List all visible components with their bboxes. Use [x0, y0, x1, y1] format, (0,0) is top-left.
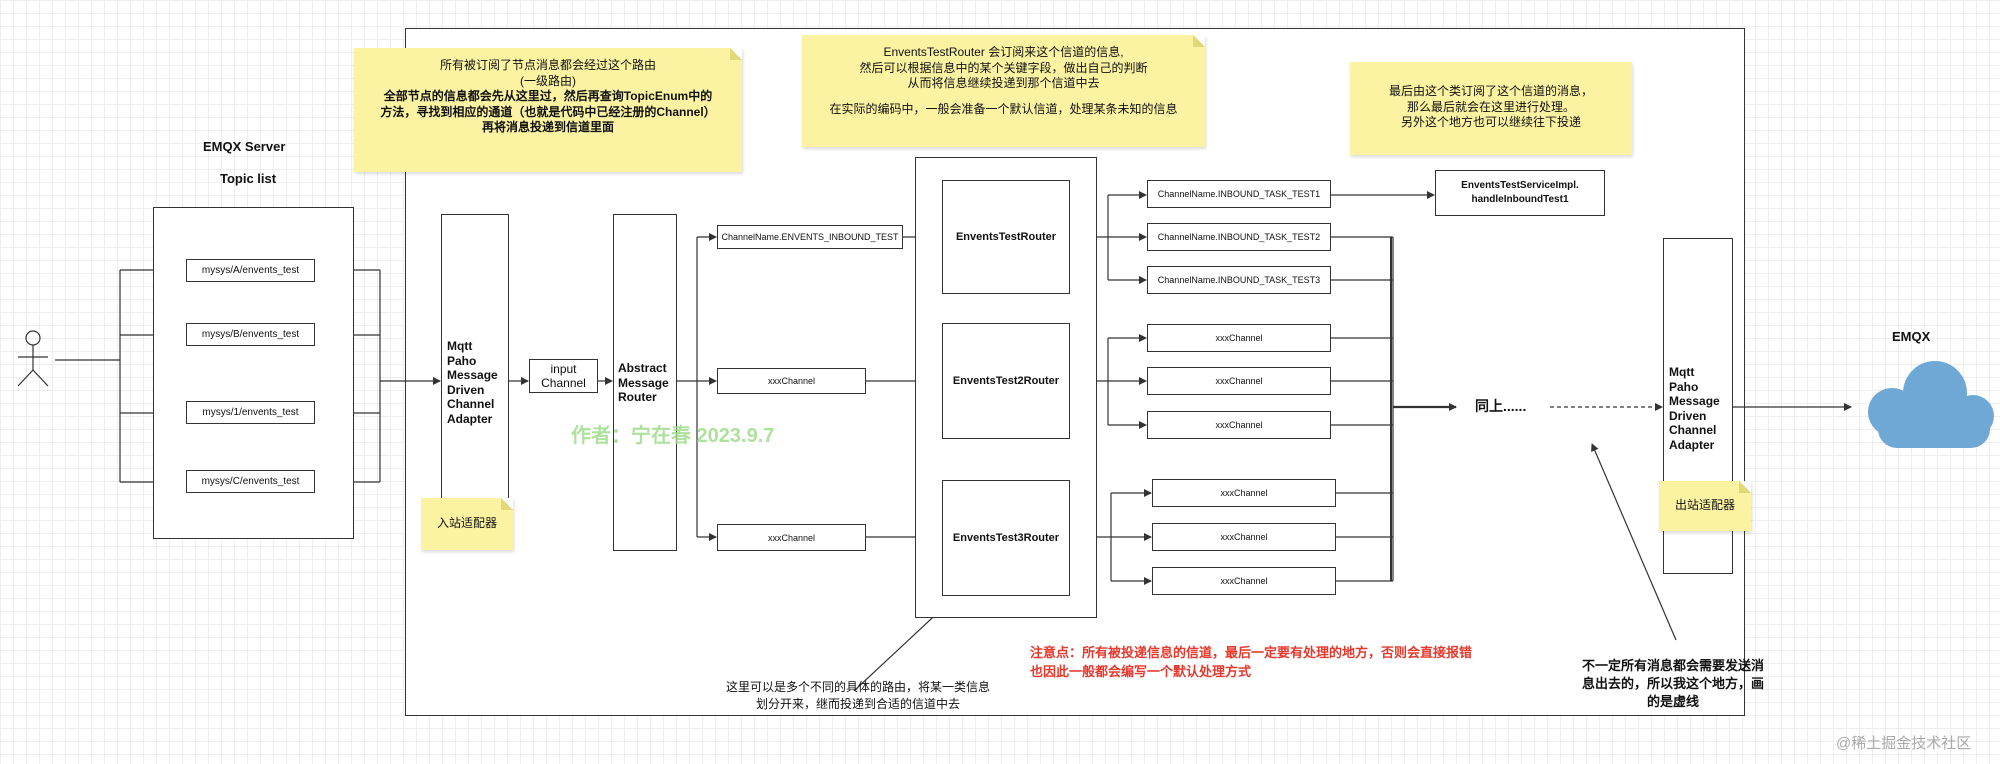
channel-inbound-task-test1: ChannelName.INBOUND_TASK_TEST1 — [1147, 180, 1331, 208]
dashed-line-caption: 不一定所有消息都会需要发送消 息出去的，所以我这个地方，画 的是虚线 — [1581, 658, 1764, 709]
second-level-xxx-channel: xxxChannel — [1147, 367, 1331, 395]
footer-credit: @稀土掘金技术社区 — [1836, 735, 1972, 752]
envents-test-service-impl: EnventsTestServiceImpl.handleInboundTest… — [1435, 170, 1605, 216]
second-level-xxx-channel: xxxChannel — [1147, 411, 1331, 439]
first-level-xxx-channel: xxxChannel — [717, 368, 866, 394]
topic-item: mysys/A/envents_test — [186, 259, 315, 282]
channel-envents-inbound-test: ChannelName.ENVENTS_INBOUND_TEST — [717, 225, 903, 249]
same-as-above-label: 同上...... — [1475, 398, 1527, 414]
user-figure — [17, 330, 49, 387]
third-level-xxx-channel: xxxChannel — [1152, 567, 1336, 595]
second-level-xxx-channel: xxxChannel — [1147, 324, 1331, 352]
author-watermark: 作者：宁在春 2023.9.7 — [571, 425, 775, 447]
channel-inbound-task-test3: ChannelName.INBOUND_TASK_TEST3 — [1147, 266, 1331, 294]
abstract-message-router — [613, 214, 677, 551]
emqx-cloud-icon — [1868, 361, 1994, 448]
outbound-adapter-note: 出站适配器 — [1659, 481, 1751, 531]
warning-caption: 注意点：所有被投递信息的信道，最后一定要有处理的地方，否则会直接报错 也因此一般… — [1030, 645, 1473, 679]
envents-test2-router: EnventsTest2Router — [942, 323, 1070, 439]
first-level-xxx-channel: xxxChannel — [717, 524, 866, 551]
third-level-xxx-channel: xxxChannel — [1152, 523, 1336, 551]
topic-list-title: Topic list — [220, 171, 277, 186]
topic-item: mysys/C/envents_test — [186, 470, 315, 493]
envents-test3-router: EnventsTest3Router — [942, 480, 1070, 596]
topic-item: mysys/B/envents_test — [186, 323, 315, 346]
inbound-adapter-note: 入站适配器 — [421, 498, 513, 550]
topic-item: mysys/1/envents_test — [186, 401, 315, 424]
emqx-cloud-label: EMQX — [1892, 329, 1931, 344]
envents-test-router: EnventsTestRouter — [942, 180, 1070, 294]
inbound-adapter — [441, 214, 509, 544]
emqx-server-title: EMQX Server — [203, 139, 286, 154]
channel-inbound-task-test2: ChannelName.INBOUND_TASK_TEST2 — [1147, 223, 1331, 251]
routing-note: 所有被订阅了节点消息都会经过这个路由 (一级路由) 全部节点的信息都会先从这里过… — [354, 48, 742, 172]
router-note: EnventsTestRouter 会订阅来这个信道的信息, 然后可以根据信息中… — [802, 35, 1205, 147]
final-note: 最后由这个类订阅了这个信道的消息， 那么最后就会在这里进行处理。 另外这个地方也… — [1350, 62, 1632, 155]
third-level-xxx-channel: xxxChannel — [1152, 479, 1336, 507]
routers-caption: 这里可以是多个不同的具体的路由，将某一类信息 划分开来，继而投递到合适的信道中去 — [725, 680, 990, 711]
